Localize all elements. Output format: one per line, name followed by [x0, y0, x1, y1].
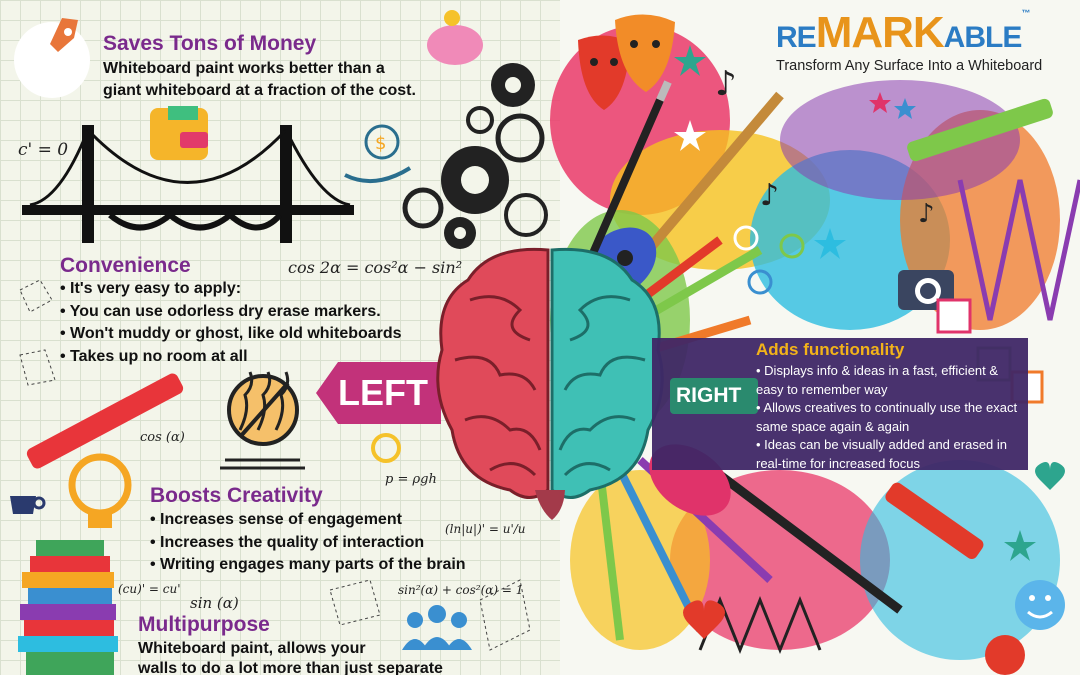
- left-label-tag: [316, 362, 441, 424]
- functionality-list: Displays info & ideas in a fast, efficie…: [756, 362, 1026, 473]
- list-item: Increases sense of engagement: [150, 509, 466, 532]
- math-doodle: cos 2α = cos²α − sin²: [288, 258, 463, 277]
- star-icon: [1004, 530, 1036, 561]
- logo-part: RE: [776, 21, 817, 54]
- star-icon: [814, 228, 846, 259]
- logo-part: ABLE: [943, 21, 1023, 54]
- heart-icon: [1035, 462, 1065, 490]
- list-item: Displays info & ideas in a fast, efficie…: [756, 362, 1026, 399]
- pink-blob-2: [670, 470, 890, 650]
- piggy-bank-icon: [427, 10, 483, 65]
- smiley-icon: [985, 580, 1065, 675]
- books-icon: [18, 540, 118, 675]
- star-icon: [869, 92, 891, 113]
- remarkable-logo: REMARKABLE ™: [776, 8, 1030, 58]
- music-note-icon: ♪: [918, 199, 935, 229]
- list-item: Writing engages many parts of the brain: [150, 554, 466, 577]
- music-note-icon: ♪: [715, 64, 737, 104]
- multipurpose-title: Multipurpose: [138, 613, 270, 636]
- geometry-sketch: [19, 279, 531, 651]
- list-item: Won't muddy or ghost, like old whiteboar…: [60, 323, 402, 346]
- tagline: Transform Any Surface Into a Whiteboard: [776, 58, 1043, 74]
- math-doodle: cos (α): [140, 430, 185, 445]
- list-item: You can use odorless dry erase markers.: [60, 301, 402, 324]
- zigzag-purple: [957, 179, 1080, 321]
- right-label: RIGHT: [676, 384, 742, 407]
- creativity-title: Boosts Creativity: [150, 484, 323, 507]
- right-label-tag: RIGHT: [670, 378, 758, 414]
- list-item: Takes up no room at all: [60, 346, 402, 369]
- left-label: LEFT: [338, 372, 428, 413]
- list-item: Increases the quality of interaction: [150, 532, 466, 555]
- bridge-icon: [22, 125, 354, 243]
- money-title: Saves Tons of Money: [103, 32, 317, 55]
- paintbrush-icon: [586, 80, 672, 262]
- trademark: ™: [1021, 8, 1030, 18]
- star-icon: [674, 45, 706, 76]
- rocket-icon: [14, 18, 90, 98]
- purple-blob: [780, 80, 1020, 200]
- list-item: It's very easy to apply:: [60, 278, 402, 301]
- money-hand-icon: $: [344, 124, 412, 184]
- math-doodle: sin²(α) + cos²(α) = 1: [398, 583, 524, 597]
- heart-icon: [683, 600, 725, 639]
- math-doodle: sin (α): [190, 594, 239, 612]
- multipurpose-text-line1: Whiteboard paint, allows your: [138, 640, 366, 657]
- star-icon: [674, 120, 706, 151]
- convenience-list: It's very easy to apply: You can use odo…: [60, 278, 402, 368]
- no-smell-icon: [220, 371, 305, 470]
- multipurpose-text-line2: walls to do a lot more than just separat…: [138, 660, 443, 675]
- zigzag: [698, 595, 822, 655]
- note-icon: [936, 298, 972, 334]
- functionality-title: Adds functionality: [756, 340, 905, 359]
- coffee-cup-icon: [10, 496, 46, 514]
- star-icon: [894, 98, 916, 119]
- music-note-icon: ♪: [760, 178, 779, 213]
- marker-icon: [26, 373, 184, 469]
- people-icon: [402, 605, 472, 650]
- gears-icon: [402, 63, 548, 249]
- wallet-icon: [150, 106, 208, 160]
- marker-icon: [885, 98, 1053, 560]
- money-text-line1: Whiteboard paint works better than a: [103, 60, 385, 77]
- math-doodle: (cu)' = cu': [118, 582, 181, 596]
- lightbulb-icon: [733, 225, 805, 295]
- left-illustrations: $: [10, 10, 548, 675]
- money-text-line2: giant whiteboard at a fraction of the co…: [103, 82, 416, 99]
- svg-text:$: $: [375, 133, 386, 154]
- creativity-list: Increases sense of engagement Increases …: [150, 509, 466, 577]
- lightbulb-icon: [68, 433, 401, 528]
- logo-part: MARK: [815, 8, 945, 57]
- brain-icon: [436, 247, 664, 520]
- list-item: Allows creatives to continually use the …: [756, 399, 1026, 436]
- math-doodle: p = ρgh: [385, 472, 437, 487]
- math-doodle: c' = 0: [18, 140, 69, 160]
- convenience-title: Convenience: [60, 254, 191, 277]
- comedy-tragedy-masks-icon: [578, 14, 675, 110]
- list-item: Ideas can be visually added and erased i…: [756, 436, 1026, 473]
